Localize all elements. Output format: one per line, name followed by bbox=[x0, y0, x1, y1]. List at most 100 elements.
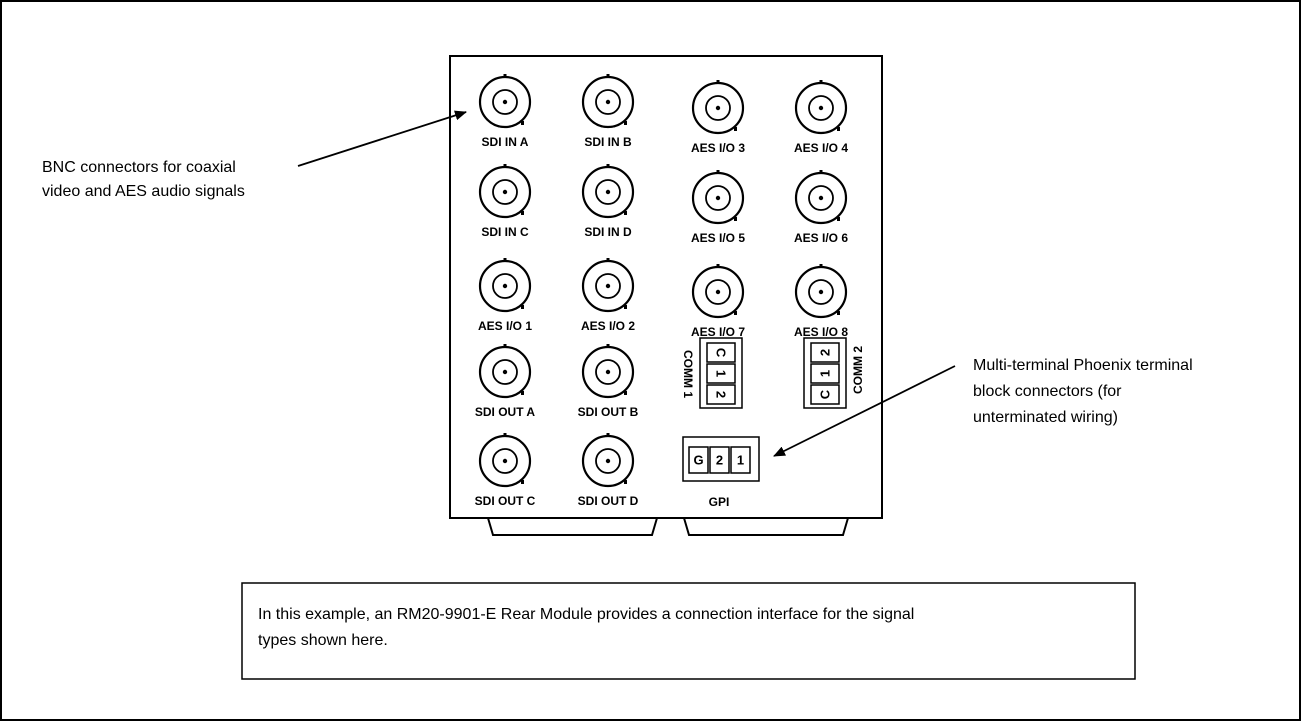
comm1-terminal-block: C12 COMM 1 bbox=[681, 337, 743, 409]
terminal-pin-label: 1 bbox=[818, 370, 833, 377]
terminal-pin-label: 2 bbox=[716, 453, 723, 468]
bottom-rail-right bbox=[683, 517, 849, 536]
terminal-pin-cell bbox=[810, 363, 840, 384]
bnc-bayonet-nub bbox=[503, 433, 507, 437]
bnc-bayonet-nub bbox=[503, 164, 507, 168]
bnc-connector: SDI OUT A bbox=[475, 344, 535, 419]
bnc-connector-label: AES I/O 3 bbox=[691, 141, 745, 155]
bnc-bayonet-nub bbox=[837, 217, 840, 221]
bnc-connector-label: AES I/O 6 bbox=[794, 231, 848, 245]
bnc-bayonet-nub bbox=[606, 258, 610, 262]
bnc-center-pin bbox=[502, 458, 508, 464]
bnc-connector-label: SDI OUT D bbox=[578, 494, 639, 508]
bnc-bayonet-nub bbox=[521, 480, 524, 484]
bnc-center-pin bbox=[715, 105, 721, 111]
terminal-pin-cell bbox=[706, 363, 736, 384]
bnc-connector: SDI OUT D bbox=[578, 433, 639, 508]
terminal-pin-cell bbox=[709, 446, 730, 474]
bnc-bayonet-nub bbox=[624, 391, 627, 395]
bnc-connector: SDI IN A bbox=[478, 74, 532, 149]
bnc-connector-group: SDI IN A SDI IN B AES I/O 3 AES I/O 4 SDI IN… bbox=[475, 74, 848, 508]
terminal-pin-label: 1 bbox=[714, 370, 729, 377]
bnc-bayonet-nub bbox=[716, 80, 720, 84]
terminal-pin-label: 2 bbox=[714, 391, 729, 398]
bnc-connector-label: AES I/O 7 bbox=[691, 325, 745, 339]
bnc-bayonet-nub bbox=[606, 164, 610, 168]
bnc-bayonet-nub bbox=[503, 258, 507, 262]
bnc-bayonet-nub bbox=[734, 127, 737, 131]
bnc-connector-label: SDI OUT C bbox=[475, 494, 536, 508]
bnc-callout-arrow bbox=[297, 110, 467, 167]
bnc-center-pin bbox=[818, 289, 824, 295]
bnc-bayonet-nub bbox=[606, 433, 610, 437]
bottom-rail-left bbox=[487, 517, 658, 536]
bnc-bayonet-nub bbox=[819, 264, 823, 268]
bnc-center-pin bbox=[818, 195, 824, 201]
bnc-callout: BNC connectors for coaxial video and AES… bbox=[42, 110, 467, 200]
bnc-bayonet-nub bbox=[503, 74, 507, 78]
bnc-bayonet-nub bbox=[716, 264, 720, 268]
gpi-label: GPI bbox=[709, 495, 730, 509]
bnc-center-pin bbox=[605, 369, 611, 375]
bnc-bayonet-nub bbox=[521, 211, 524, 215]
bnc-bayonet-nub bbox=[624, 480, 627, 484]
bnc-bayonet-nub bbox=[624, 121, 627, 125]
bnc-center-pin bbox=[715, 195, 721, 201]
bnc-bayonet-nub bbox=[521, 121, 524, 125]
bnc-bayonet-nub bbox=[521, 391, 524, 395]
bnc-connector: SDI IN B bbox=[581, 74, 635, 149]
bnc-bayonet-nub bbox=[606, 74, 610, 78]
caption-line-1: In this example, an RM20-9901-E Rear Mod… bbox=[258, 606, 914, 623]
bnc-bayonet-nub bbox=[624, 305, 627, 309]
terminal-pin-label: G bbox=[693, 453, 703, 468]
caption-line-2: types shown here. bbox=[258, 632, 388, 649]
terminal-pin-cell bbox=[730, 446, 751, 474]
bnc-center-pin bbox=[605, 99, 611, 105]
bnc-connector: AES I/O 6 bbox=[794, 170, 848, 245]
bnc-connector-label: AES I/O 8 bbox=[794, 325, 848, 339]
terminal-pin-cell bbox=[688, 446, 709, 474]
caption-box: In this example, an RM20-9901-E Rear Mod… bbox=[241, 582, 1136, 680]
bnc-connector-label: SDI IN C bbox=[481, 225, 529, 239]
bnc-center-pin bbox=[502, 99, 508, 105]
terminal-pin-label: 2 bbox=[818, 349, 833, 356]
bnc-center-pin bbox=[818, 105, 824, 111]
bnc-connector: AES I/O 5 bbox=[691, 170, 745, 245]
bnc-connector: AES I/O 7 bbox=[691, 264, 745, 339]
terminal-pin-cell bbox=[810, 384, 840, 405]
bnc-connector: AES I/O 1 bbox=[478, 258, 532, 333]
bnc-bayonet-nub bbox=[606, 344, 610, 348]
bnc-center-pin bbox=[605, 283, 611, 289]
bnc-bayonet-nub bbox=[819, 80, 823, 84]
bnc-connector: AES I/O 4 bbox=[794, 80, 848, 155]
phoenix-callout-line-2: block connectors (for bbox=[973, 383, 1122, 400]
bnc-connector-label: SDI OUT B bbox=[578, 405, 639, 419]
terminal-pin-label: C bbox=[714, 348, 729, 358]
bnc-center-pin bbox=[715, 289, 721, 295]
bnc-connector-label: AES I/O 2 bbox=[581, 319, 635, 333]
bnc-connector: AES I/O 2 bbox=[581, 258, 635, 333]
terminal-pin-cell bbox=[706, 342, 736, 363]
terminal-pin-cell bbox=[810, 342, 840, 363]
bnc-bayonet-nub bbox=[819, 170, 823, 174]
bnc-connector: AES I/O 3 bbox=[691, 80, 745, 155]
bnc-center-pin bbox=[605, 189, 611, 195]
bnc-bayonet-nub bbox=[837, 311, 840, 315]
bnc-connector-label: AES I/O 4 bbox=[794, 141, 848, 155]
bnc-bayonet-nub bbox=[624, 211, 627, 215]
bnc-center-pin bbox=[605, 458, 611, 464]
bnc-callout-line-2: video and AES audio signals bbox=[42, 183, 245, 200]
bnc-connector-label: AES I/O 1 bbox=[478, 319, 532, 333]
bnc-bayonet-nub bbox=[521, 305, 524, 309]
comm2-terminal-block: 21C COMM 2 bbox=[803, 337, 865, 409]
bnc-connector: SDI OUT C bbox=[475, 433, 536, 508]
bnc-bayonet-nub bbox=[734, 311, 737, 315]
bnc-connector-label: SDI IN B bbox=[584, 135, 632, 149]
comm2-label: COMM 2 bbox=[851, 346, 865, 394]
bnc-bayonet-nub bbox=[503, 344, 507, 348]
terminal-pin-label: 1 bbox=[737, 453, 744, 468]
bnc-connector: SDI OUT B bbox=[578, 344, 639, 419]
